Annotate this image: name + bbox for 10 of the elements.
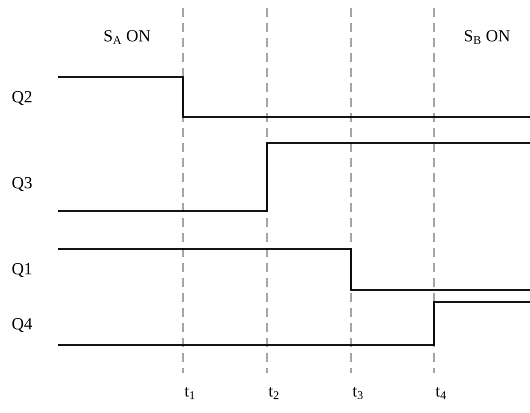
time-label: t$_{4}$ <box>436 386 446 400</box>
time-label: t$_{2}$ <box>268 386 278 400</box>
signal-label: Q1 <box>12 263 32 277</box>
time-label: t$_{1}$ <box>184 386 194 400</box>
time-label: t$_{3}$ <box>352 386 363 400</box>
signal-label: Q2 <box>12 91 32 105</box>
switch-label: S$_{A}$ ON <box>104 30 150 44</box>
switch-label: S$_{B}$ ON <box>464 30 510 44</box>
signal-label: Q3 <box>12 177 32 191</box>
signal-label: Q4 <box>12 318 32 332</box>
